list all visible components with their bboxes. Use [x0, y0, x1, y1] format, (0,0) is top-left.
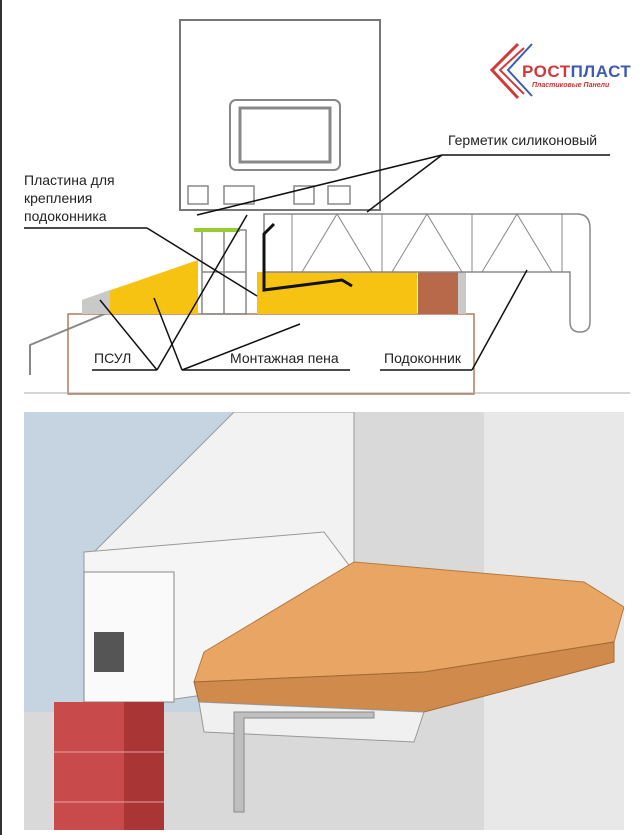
- plate-label-line2: крепления: [24, 190, 93, 206]
- logo-name-part2: ПЛАСТ: [570, 62, 632, 81]
- logo-subtitle: Пластиковые Панели: [532, 82, 610, 89]
- logo-name-part1: РОСТ: [522, 62, 571, 81]
- brick-block: [418, 272, 458, 314]
- rostplast-logo: РОСТПЛАСТ Пластиковые Панели: [488, 40, 631, 106]
- foam-label: Монтажная пена: [230, 350, 339, 366]
- psul-outer: [82, 290, 110, 314]
- plate-label-line1: Пластина для: [24, 172, 115, 188]
- mounting-bracket: [233, 711, 375, 813]
- logo-mark-icon: [489, 42, 533, 100]
- 3d-installation-drawing: [24, 411, 625, 830]
- mounting-plate: [262, 222, 353, 292]
- plate-label-line3: подоконника: [24, 208, 107, 224]
- psul-label: ПСУЛ: [94, 350, 132, 366]
- brick: [54, 702, 124, 830]
- sill-profile: [263, 213, 591, 333]
- wall-block: [67, 313, 475, 395]
- foam-inner: [257, 272, 417, 314]
- sealant-label: Герметик силиконовый: [448, 132, 598, 148]
- sill-installation-illustration: [24, 411, 625, 830]
- sill-section-diagram: Герметик силиконовый Пластина для крепле…: [2, 0, 641, 400]
- cross-section-drawing: [24, 19, 630, 395]
- sill-label: Подоконник: [384, 350, 461, 366]
- foam-outer: [82, 260, 198, 314]
